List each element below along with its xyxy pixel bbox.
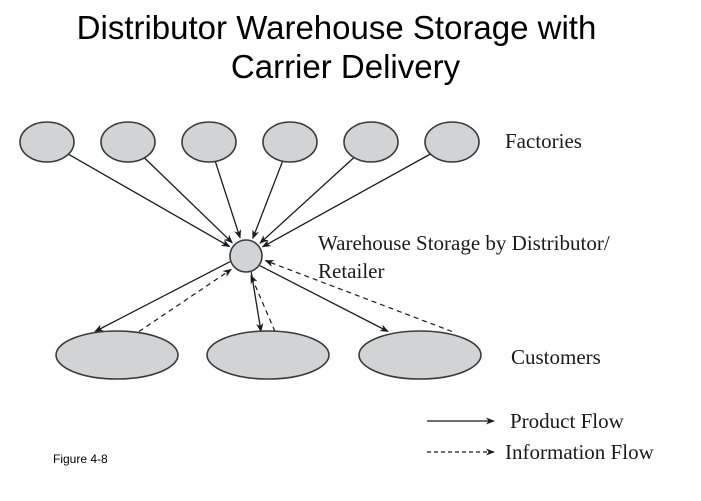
hub-label-line-1: Warehouse Storage by Distributor/ [318,231,610,255]
factory-4-node [262,121,318,163]
title-line-1: Distributor Warehouse Storage with [76,9,597,46]
product-flow-arrow-factory-3-to-hub [214,161,242,239]
hub-label-line-2: Retailer [318,259,384,283]
information-flow-arrow-customer-1-to-hub [138,268,232,332]
figure-caption: Figure 4-8 [53,452,108,466]
factories-label: Factories [505,129,582,153]
legend: Product Flow Information Flow [427,409,655,464]
customers-label: Customers [511,345,601,369]
slide-title: Distributor Warehouse Storage with Carri… [0,8,701,86]
factory-1-node [19,121,75,163]
product-flow-arrow-hub-to-customer-3 [259,265,389,333]
product-flow-arrow-factory-2-to-hub [143,157,233,244]
factory-2-node [100,121,156,163]
title-line-2: Carrier Delivery [230,48,461,85]
product-flow-arrow-hub-to-customer-1 [94,261,231,333]
factory-5-node [343,121,399,163]
legend-information-flow-label: Information Flow [505,440,655,464]
customer-3-node [358,330,482,380]
information-flow-arrow-customer-3-to-hub [264,260,453,333]
customer-1-node [55,330,179,380]
legend-product-flow-label: Product Flow [510,409,625,433]
edges-group [68,153,453,333]
product-flow-arrow-factory-4-to-hub [252,160,284,240]
nodes-group [19,121,482,380]
warehouse-hub-node [229,239,263,273]
factory-6-node [424,121,480,163]
customer-2-node [206,330,330,380]
product-flow-arrow-factory-6-to-hub [261,153,431,248]
information-flow-arrow-customer-2-to-hub [250,274,276,332]
product-flow-arrow-factory-1-to-hub [68,153,231,248]
product-flow-arrow-factory-5-to-hub [259,157,355,244]
factory-3-node [181,121,237,163]
